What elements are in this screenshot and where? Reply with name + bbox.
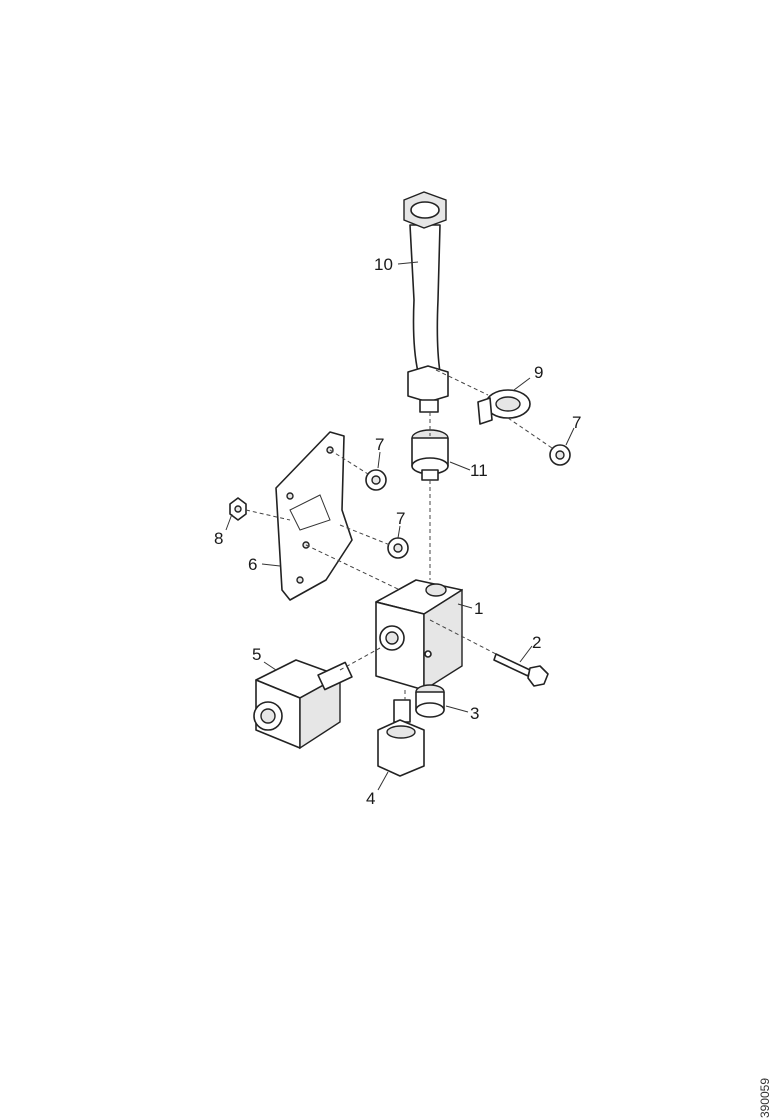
part-2-bolt <box>493 653 549 687</box>
callout-1: 1 <box>474 599 483 618</box>
part-4-fitting <box>377 699 425 777</box>
part-5-solenoid <box>253 659 353 750</box>
part-7-screw-top <box>549 444 571 466</box>
assembly-lines <box>245 369 553 700</box>
callout-7-top: 7 <box>572 413 581 432</box>
document-id: 390059 <box>758 1078 772 1118</box>
part-9-clamp <box>477 389 531 425</box>
callout-9: 9 <box>534 363 543 382</box>
part-11-adapter <box>411 429 449 481</box>
part-7-screw-lower <box>387 537 409 559</box>
part-3-plug <box>415 684 445 718</box>
callout-leaders <box>225 261 575 791</box>
callout-labels: 10 9 7 7 11 7 8 6 1 2 5 3 4 <box>214 255 581 808</box>
callout-4: 4 <box>366 789 375 808</box>
part-7-screw-middle <box>365 469 387 491</box>
callout-2: 2 <box>532 633 541 652</box>
part-1-valve-block <box>375 579 463 692</box>
callout-6: 6 <box>248 555 257 574</box>
callout-8: 8 <box>214 529 223 548</box>
part-6-bracket <box>275 431 353 601</box>
callout-5: 5 <box>252 645 261 664</box>
callout-7-lower: 7 <box>396 509 405 528</box>
part-8-nut <box>229 497 247 521</box>
callout-10: 10 <box>374 255 393 274</box>
callout-11: 11 <box>470 461 488 480</box>
part-10-hose <box>403 191 449 413</box>
callout-3: 3 <box>470 704 479 723</box>
callout-7-middle: 7 <box>375 435 384 454</box>
